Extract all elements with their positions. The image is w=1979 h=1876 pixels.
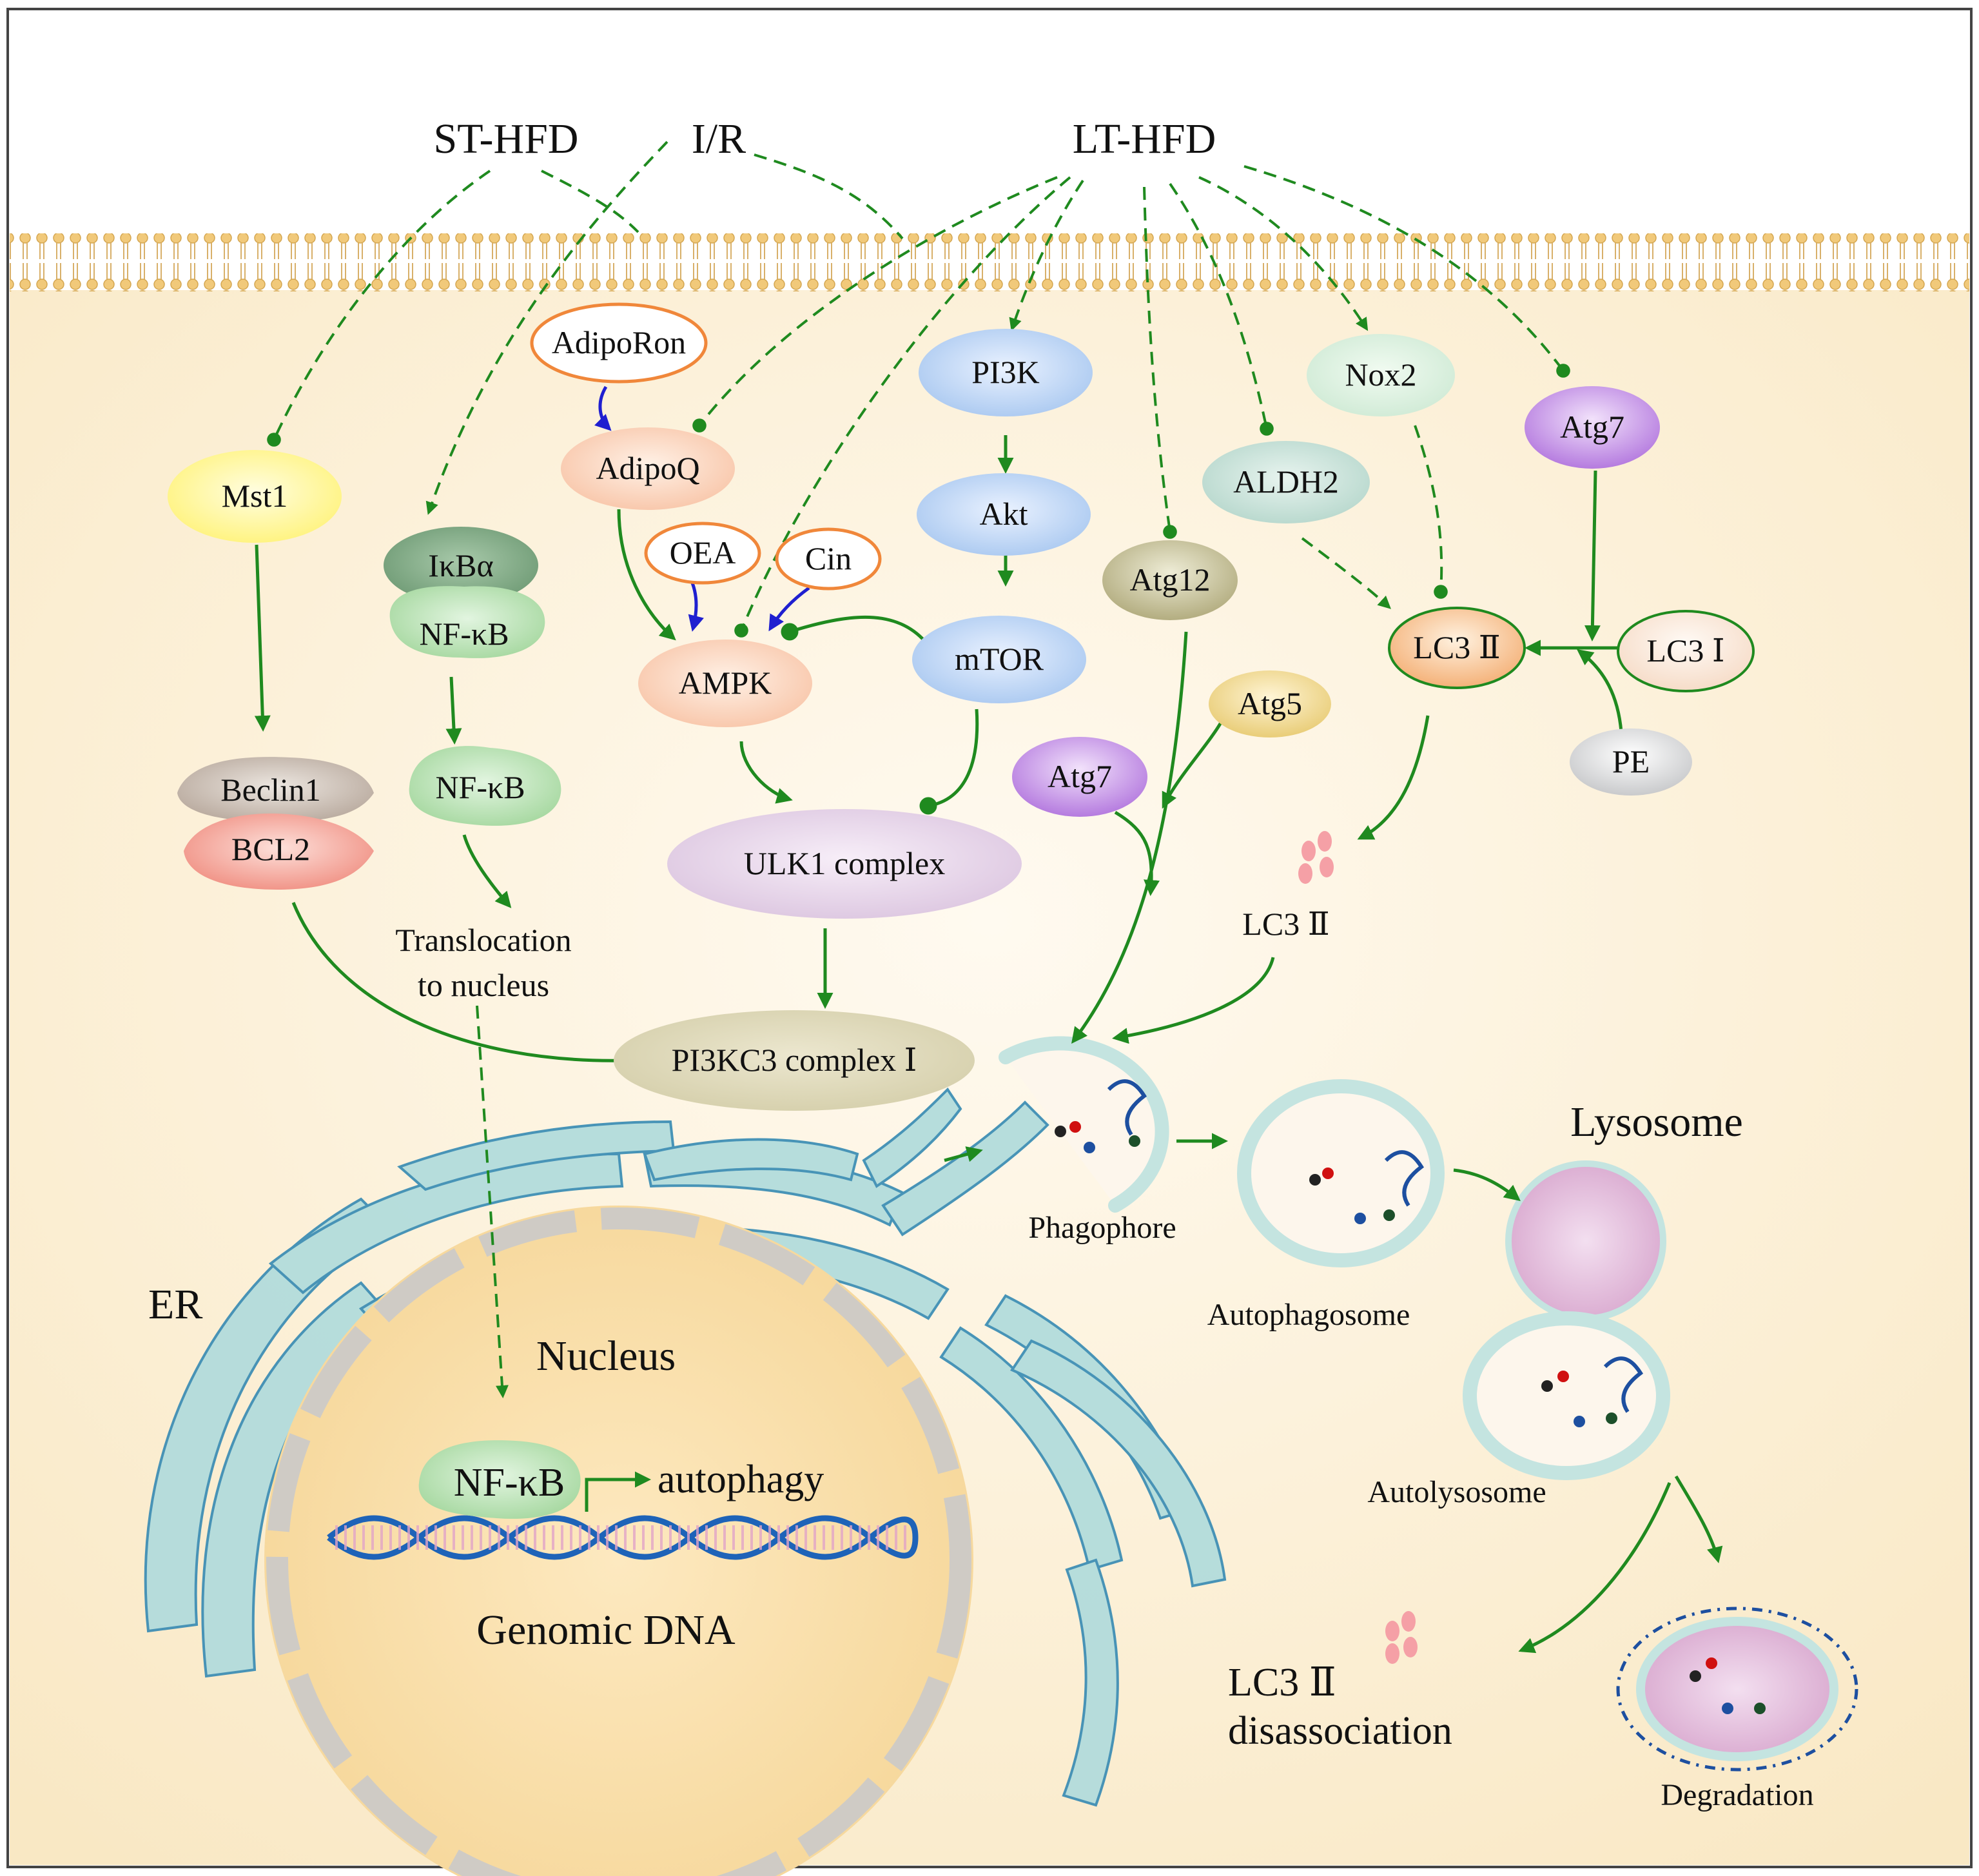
pi3k-node: PI3K [919, 329, 1093, 416]
genomic-dna-label: Genomic DNA [476, 1607, 736, 1654]
svg-text:Cin: Cin [805, 540, 852, 576]
lc3-disassociation-label-line1: LC3 Ⅱ [1228, 1661, 1336, 1705]
svg-text:AdipoQ: AdipoQ [596, 450, 699, 486]
autolysosome [1463, 1311, 1670, 1480]
svg-text:NF-κB: NF-κB [454, 1461, 565, 1505]
lt-hfd-label: LT-HFD [1073, 115, 1216, 162]
adipoq-node: AdipoQ [561, 427, 735, 510]
svg-text:ULK1 complex: ULK1 complex [744, 845, 945, 881]
nucleus [264, 1206, 973, 1876]
nuclear-nfkb-node: NF-κB [418, 1440, 581, 1519]
svg-text:AMPK: AMPK [679, 665, 772, 701]
svg-text:IκBα: IκBα [428, 547, 493, 583]
svg-text:NF-κB: NF-κB [435, 769, 525, 805]
svg-text:Mst1: Mst1 [222, 478, 288, 514]
lc3-i-node: LC3 Ⅰ [1617, 610, 1755, 692]
nfkb-complex-node: NF-κB [389, 586, 545, 658]
cin-node: Cin [775, 527, 882, 591]
phagophore-label: Phagophore [1028, 1211, 1176, 1245]
phagophore [999, 1036, 1169, 1213]
cell-membrane [10, 233, 1969, 291]
oea-node: OEA [644, 522, 761, 585]
lc3-disassociation-label-line2: disassociation [1228, 1709, 1452, 1753]
svg-text:NF-κB: NF-κB [419, 616, 509, 652]
degradation-vesicle [1616, 1607, 1858, 1772]
ikba-node: IκBα [384, 527, 538, 604]
atg12-node: Atg12 [1102, 540, 1238, 620]
st-hfd-label: ST-HFD [434, 115, 579, 162]
akt-node: Akt [917, 473, 1091, 556]
translocation-label-line1: Translocation [395, 922, 571, 958]
atg5-node: Atg5 [1209, 670, 1331, 738]
svg-text:AdipoRon: AdipoRon [552, 324, 686, 360]
pi3kc3-complex-node: PI3KC3 complex Ⅰ [614, 1010, 975, 1111]
lc3-ii-node: LC3 Ⅱ [1388, 607, 1526, 689]
svg-text:PE: PE [1612, 743, 1650, 779]
beclin1-node: Beclin1 [177, 757, 374, 822]
svg-text:LC3 Ⅱ: LC3 Ⅱ [1413, 629, 1500, 665]
atg7-node-right: Atg7 [1525, 386, 1660, 469]
svg-text:LC3 Ⅰ: LC3 Ⅰ [1646, 632, 1724, 669]
autophagy-label: autophagy [658, 1458, 824, 1501]
ulk1-complex-node: ULK1 complex [667, 809, 1022, 919]
svg-text:Beclin1: Beclin1 [220, 772, 321, 808]
autolysosome-label: Autolysosome [1367, 1475, 1546, 1509]
mtor-node: mTOR [912, 616, 1086, 703]
autophagosome-label: Autophagosome [1207, 1298, 1410, 1332]
svg-text:PI3K: PI3K [971, 354, 1040, 390]
mst1-node: Mst1 [168, 450, 342, 543]
svg-text:Atg7: Atg7 [1560, 409, 1624, 445]
adiporon-node: AdipoRon [530, 302, 708, 384]
bcl2-node: BCL2 [184, 813, 374, 890]
nuclear-envelope [266, 1207, 971, 1876]
ir-label: I/R [692, 115, 746, 162]
lysosome-label: Lysosome [1570, 1099, 1743, 1146]
nfkb-node: NF-κB [409, 746, 561, 826]
translocation-label-line2: to nucleus [418, 967, 549, 1003]
pe-node: PE [1570, 728, 1692, 796]
svg-text:OEA: OEA [670, 534, 736, 571]
atg7-node-left: Atg7 [1012, 737, 1147, 817]
er-label: ER [148, 1281, 202, 1328]
nox2-node: Nox2 [1307, 334, 1455, 416]
ampk-node: AMPK [638, 640, 812, 727]
lc3-ii-free-label: LC3 Ⅱ [1242, 906, 1329, 942]
svg-text:PI3KC3 complex Ⅰ: PI3KC3 complex Ⅰ [672, 1042, 917, 1078]
svg-text:Atg5: Atg5 [1238, 685, 1302, 721]
svg-text:mTOR: mTOR [955, 641, 1044, 677]
nucleus-label: Nucleus [536, 1333, 676, 1380]
aldh2-node: ALDH2 [1202, 441, 1370, 523]
dna-helix [327, 1515, 919, 1560]
svg-text:Akt: Akt [980, 496, 1028, 532]
pathway-connectors [254, 141, 1723, 1654]
autophagosome [1237, 1079, 1445, 1267]
svg-text:BCL2: BCL2 [231, 831, 310, 867]
svg-text:Atg7: Atg7 [1048, 758, 1112, 794]
lc3-particles [1298, 831, 1418, 1664]
degradation-label: Degradation [1661, 1778, 1813, 1812]
svg-text:ALDH2: ALDH2 [1233, 464, 1339, 500]
svg-text:Atg12: Atg12 [1130, 562, 1211, 598]
svg-text:Nox2: Nox2 [1345, 357, 1416, 393]
lysosome [1505, 1160, 1666, 1322]
